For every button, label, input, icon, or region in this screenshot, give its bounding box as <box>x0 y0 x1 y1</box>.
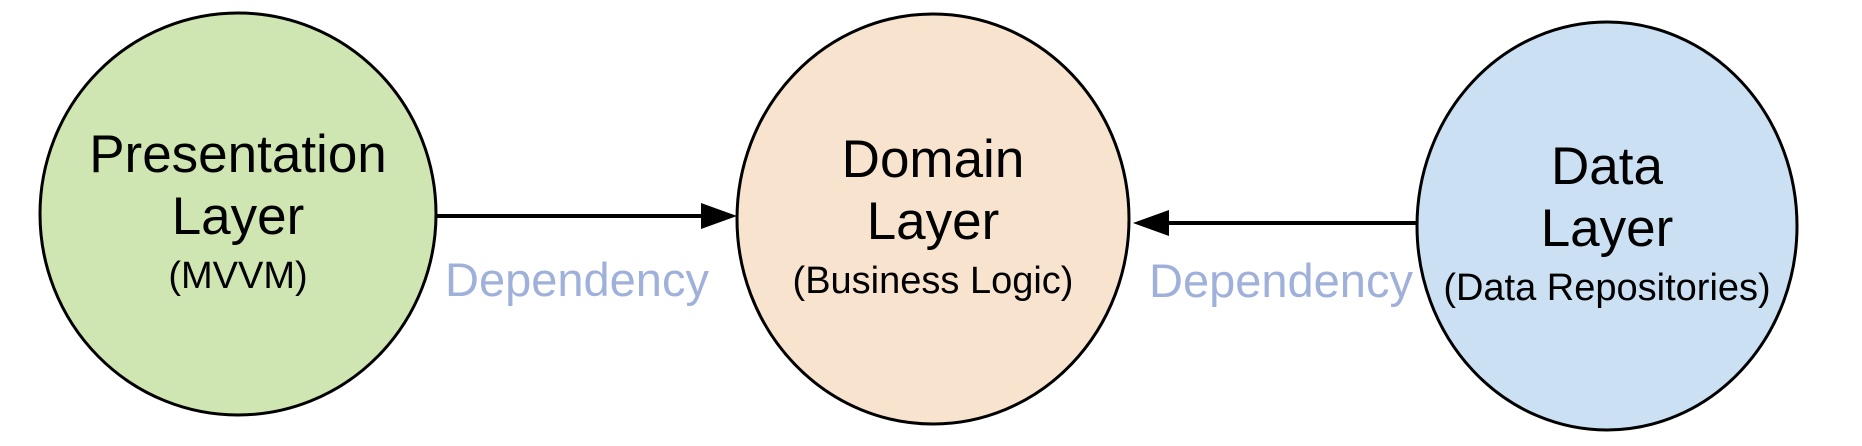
presentation-layer-title-line2: Layer <box>172 187 305 246</box>
edge-data-to-domain: Dependency <box>1133 210 1417 307</box>
data-layer-ellipse <box>1415 20 1799 432</box>
node-domain-layer: Domain Layer (Business Logic) <box>735 12 1131 426</box>
presentation-layer-subtitle: (MVVM) <box>168 255 307 297</box>
node-data-layer: Data Layer (Data Repositories) <box>1415 20 1799 432</box>
presentation-layer-title-line1: Presentation <box>89 125 387 184</box>
edge-label-dependency-left: Dependency <box>445 253 709 306</box>
edge-presentation-to-domain: Dependency <box>437 203 737 306</box>
presentation-layer-ellipse <box>38 11 438 417</box>
domain-layer-subtitle: (Business Logic) <box>793 260 1074 302</box>
node-presentation-layer: Presentation Layer (MVVM) <box>38 11 438 417</box>
edge-label-dependency-right: Dependency <box>1149 254 1413 307</box>
domain-layer-title-line1: Domain <box>842 130 1025 189</box>
arrowhead-right-icon <box>701 203 737 229</box>
data-layer-subtitle: (Data Repositories) <box>1443 267 1770 309</box>
domain-layer-title-line2: Layer <box>867 192 1000 251</box>
data-layer-title-line2: Layer <box>1541 199 1674 258</box>
arrowhead-left-icon <box>1133 210 1169 236</box>
domain-layer-ellipse <box>735 12 1131 426</box>
data-layer-title-line1: Data <box>1551 137 1663 196</box>
